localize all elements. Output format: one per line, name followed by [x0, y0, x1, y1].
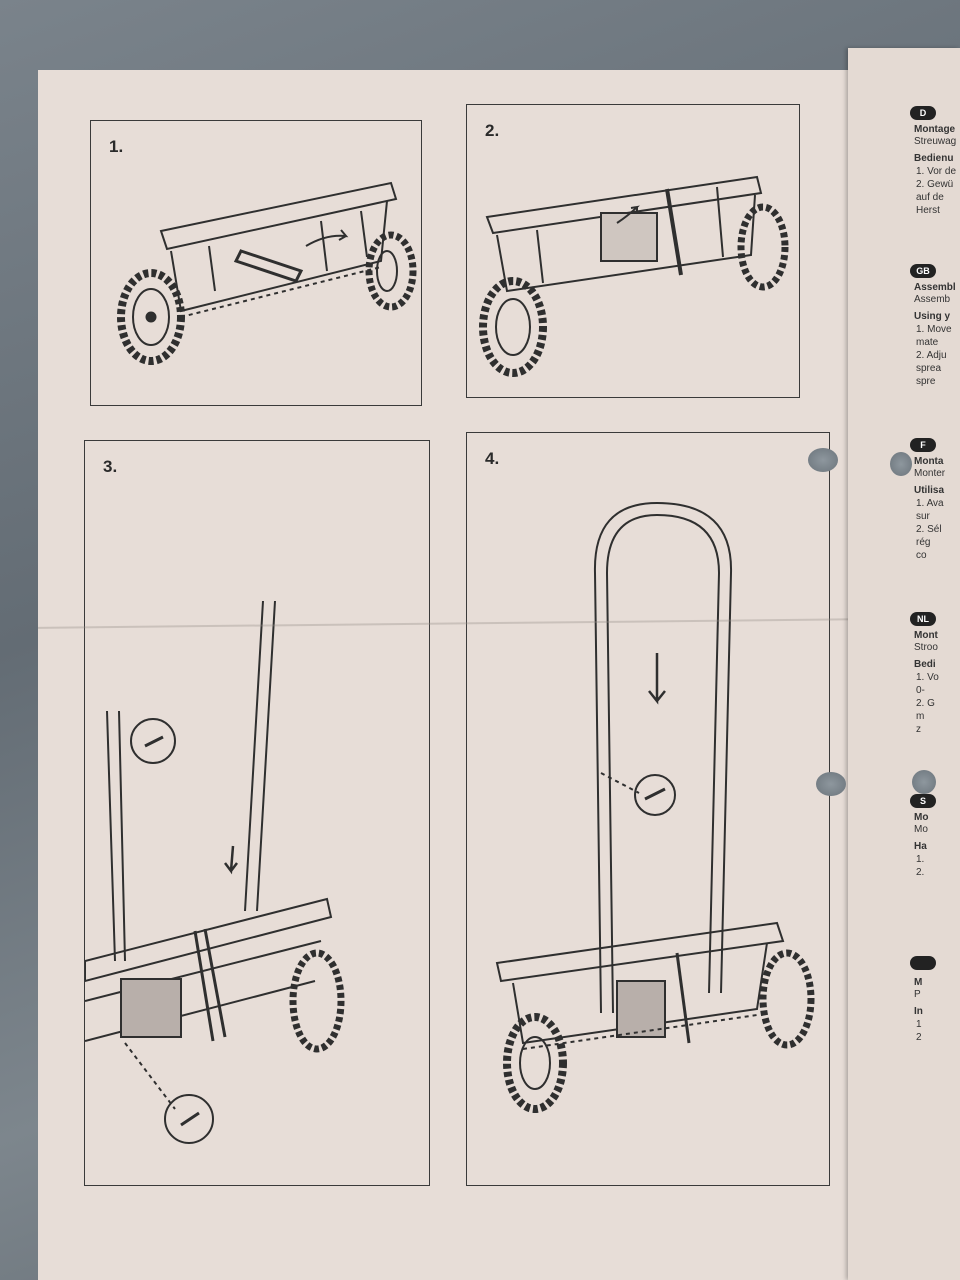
section-heading: Monta	[914, 456, 944, 467]
section-subheading: Bedienu	[914, 153, 954, 164]
step-number: 1.	[109, 137, 124, 156]
step-panel-2: 2.	[466, 104, 800, 398]
left-wheel	[117, 269, 185, 365]
list-item: spre	[916, 376, 936, 387]
language-badge	[910, 956, 936, 970]
right-wheel	[365, 231, 417, 311]
list-item: mate	[916, 337, 939, 348]
spreader-illustration-step-3	[85, 600, 345, 1144]
step-panel-3: 3.	[84, 440, 430, 1186]
section-subheading: Utilisa	[914, 485, 945, 496]
section-subheading: In	[914, 1006, 923, 1017]
section-subheading: Bedi	[914, 659, 936, 670]
list-item: Herst	[916, 205, 940, 216]
section-subheading: Ha	[914, 841, 927, 852]
binder-hole-right-upper	[890, 452, 912, 476]
list-item: m	[916, 711, 925, 722]
step-panel-1: 1.	[90, 120, 422, 406]
section-line: Monter	[914, 468, 946, 479]
section-line: Assemb	[914, 294, 951, 305]
list-item: 1.	[916, 854, 925, 865]
language-badge: S	[910, 794, 936, 808]
lang-section-6: M P In 1 2	[848, 956, 960, 1043]
binder-hole-lower	[816, 772, 846, 796]
list-item: 1	[916, 1019, 922, 1030]
list-item: sur	[916, 511, 930, 522]
step-number: 3.	[103, 457, 118, 476]
list-item: sprea	[916, 363, 942, 374]
section-line: Streuwag	[914, 136, 957, 147]
step-number: 4.	[485, 449, 500, 468]
section-heading: Mo	[914, 812, 929, 823]
lang-section-gb: GB Assembl Assemb Using y 1. Move mate 2…	[848, 264, 960, 387]
section-heading: Montage	[914, 124, 956, 135]
list-item: co	[916, 550, 927, 561]
spreader-illustration-step-1	[117, 181, 417, 365]
section-subheading: Using y	[914, 311, 951, 322]
list-item: 0-	[916, 685, 925, 696]
spreader-illustration-step-4	[495, 501, 815, 1113]
lang-section-f: F Monta Monter Utilisa 1. Ava sur 2. Sél…	[848, 438, 960, 561]
list-item: 2	[916, 1032, 922, 1043]
list-item: 2. Sél	[916, 524, 942, 535]
section-heading: Assembl	[914, 282, 956, 293]
section-heading: M	[914, 977, 923, 988]
list-item: 2. G	[916, 698, 935, 709]
spreader-illustration-step-2	[479, 175, 789, 377]
list-item: 2.	[916, 867, 925, 878]
step-panel-4: 4.	[466, 432, 830, 1186]
list-item: z	[916, 724, 921, 735]
lang-section-s: S Mo Mo Ha 1. 2.	[848, 794, 960, 878]
language-badge: F	[910, 438, 936, 452]
list-item: auf de	[916, 192, 944, 203]
section-line: Stroo	[914, 642, 938, 653]
binder-hole-right-lower	[912, 770, 936, 794]
list-item: 1. Vor de	[916, 166, 957, 177]
step-number: 2.	[485, 121, 500, 140]
list-item: 1. Vo	[916, 672, 939, 683]
section-heading: Mont	[914, 630, 938, 641]
language-badge: NL	[910, 612, 936, 626]
language-badge: GB	[910, 264, 936, 278]
lang-section-d: D Montage Streuwag Bedienu 1. Vor de 2. …	[848, 106, 960, 216]
lang-section-nl: NL Mont Stroo Bedi 1. Vo 0- 2. G m z	[848, 612, 960, 735]
binder-hole-upper	[808, 448, 838, 472]
list-item: 2. Gewü	[916, 179, 954, 190]
multilingual-text-column: D Montage Streuwag Bedienu 1. Vor de 2. …	[848, 48, 960, 1280]
list-item: 2. Adju	[916, 350, 947, 361]
language-badge: D	[910, 106, 936, 120]
section-line: P	[914, 989, 921, 1000]
list-item: 1. Move	[916, 324, 952, 335]
instruction-sheet: 1. 2.	[38, 70, 880, 1280]
section-line: Mo	[914, 824, 928, 835]
list-item: 1. Ava	[916, 498, 944, 509]
list-item: rég	[916, 537, 931, 548]
